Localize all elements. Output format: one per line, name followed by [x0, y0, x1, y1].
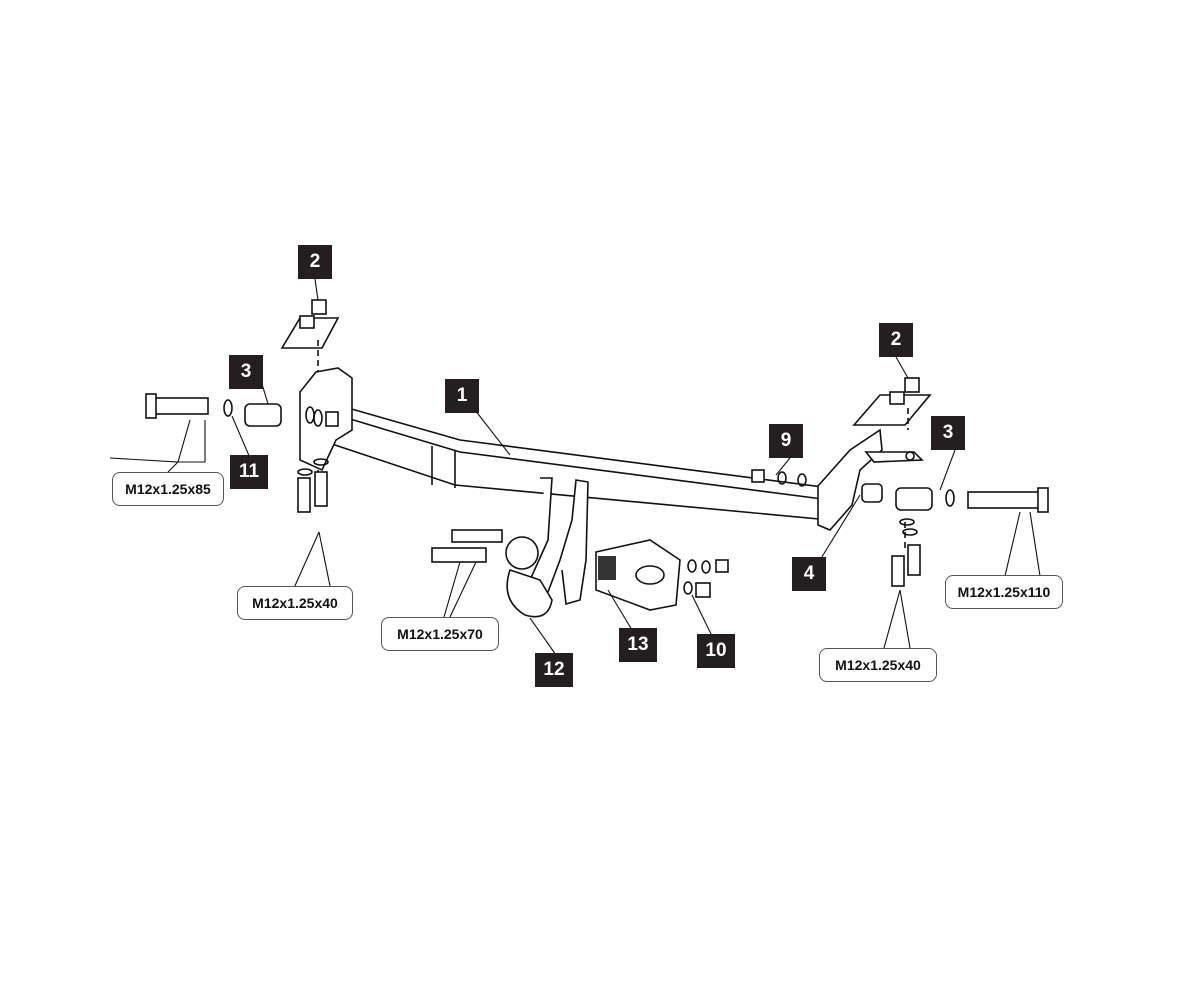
callout-9: 9	[769, 424, 803, 458]
callout-3-right: 3	[931, 416, 965, 450]
callout-12: 12	[535, 653, 573, 687]
callout-11: 11	[230, 455, 268, 489]
callout-4: 4	[792, 557, 826, 591]
bolt-label-right-long: M12x1.25x110	[945, 575, 1063, 609]
callout-3-left: 3	[229, 355, 263, 389]
callout-13: 13	[619, 628, 657, 662]
callout-2-left: 2	[298, 245, 332, 279]
right-fasteners	[751, 469, 1049, 587]
callout-1: 1	[445, 379, 479, 413]
bolt-label-ball: M12x1.25x70	[381, 617, 499, 651]
tow-ball-assembly	[431, 477, 729, 618]
callout-2-right: 2	[879, 323, 913, 357]
crossbar	[299, 367, 924, 531]
left-fasteners	[145, 393, 339, 513]
callout-10: 10	[697, 634, 735, 668]
leader-lines	[109, 278, 1041, 656]
bolt-label-left-long: M12x1.25x85	[112, 472, 224, 506]
bolt-label-right-vertical: M12x1.25x40	[819, 648, 937, 682]
bolt-label-left-vertical: M12x1.25x40	[237, 586, 353, 620]
